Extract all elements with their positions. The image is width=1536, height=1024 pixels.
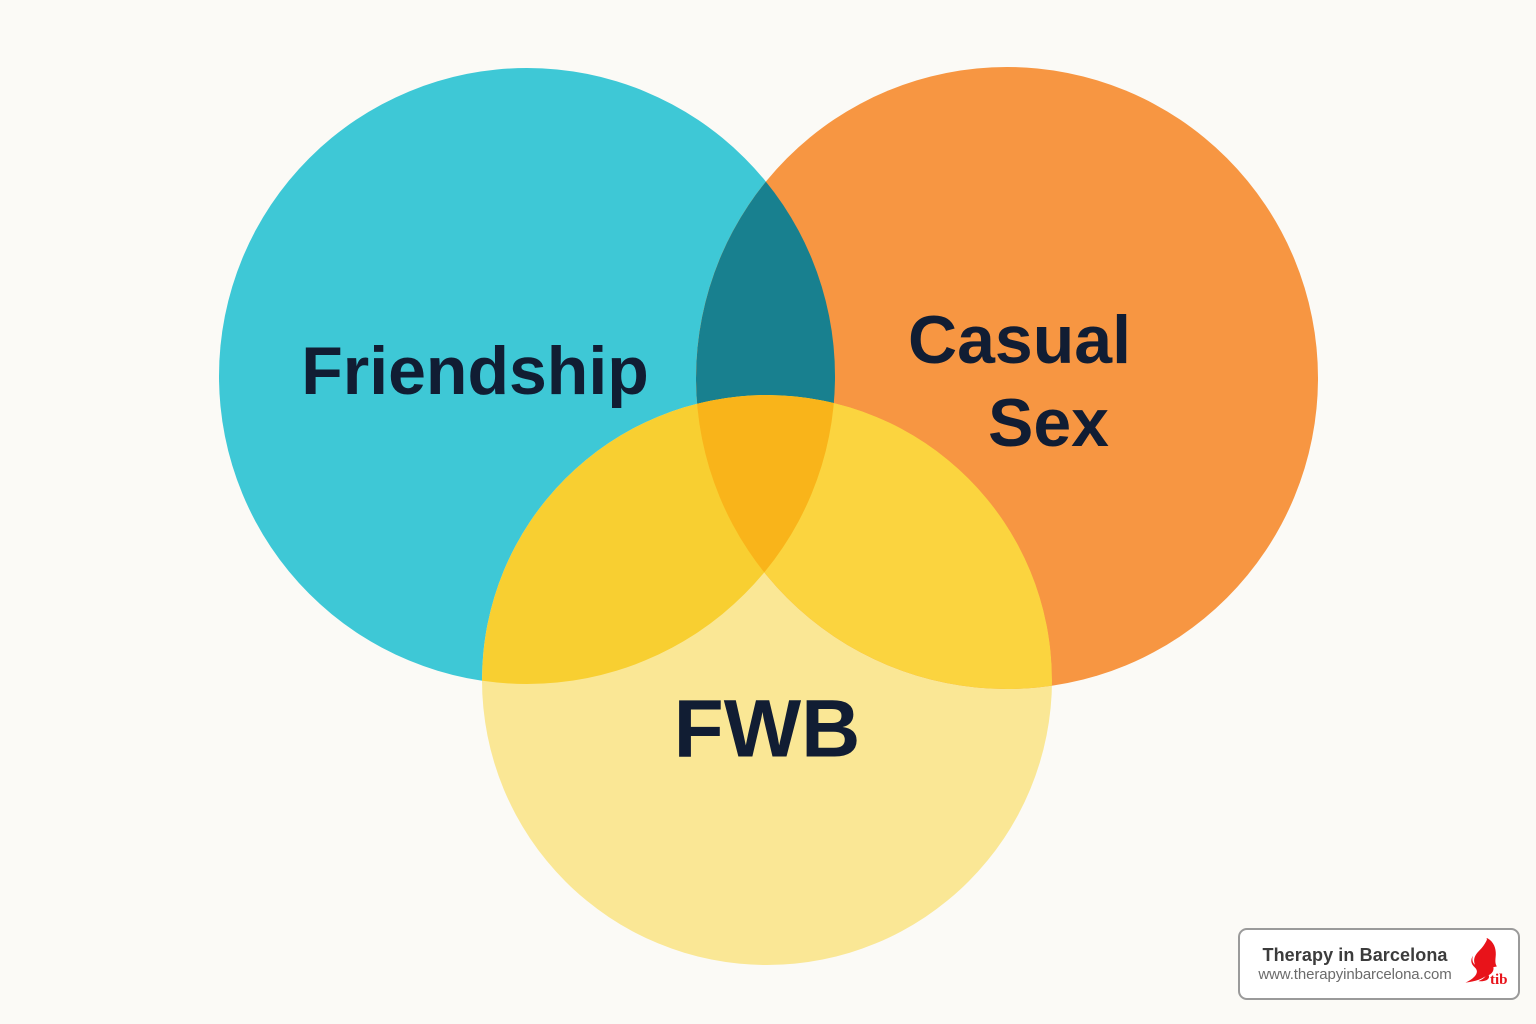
- venn-label-casual-sex-line2: Sex: [988, 385, 1109, 461]
- venn-label-fwb: FWB: [674, 684, 861, 775]
- watermark-url[interactable]: www.therapyinbarcelona.com: [1258, 965, 1452, 983]
- watermark-title: Therapy in Barcelona: [1262, 944, 1448, 965]
- therapy-in-barcelona-logo-icon: tib: [1456, 935, 1508, 993]
- venn-label-friendship: Friendship: [301, 333, 649, 409]
- venn-label-casual-sex-line1: Casual: [908, 302, 1131, 378]
- watermark-badge: Therapy in Barcelona www.therapyinbarcel…: [1238, 928, 1520, 1000]
- watermark-text-block: Therapy in Barcelona www.therapyinbarcel…: [1254, 945, 1456, 984]
- svg-text:tib: tib: [1490, 972, 1508, 988]
